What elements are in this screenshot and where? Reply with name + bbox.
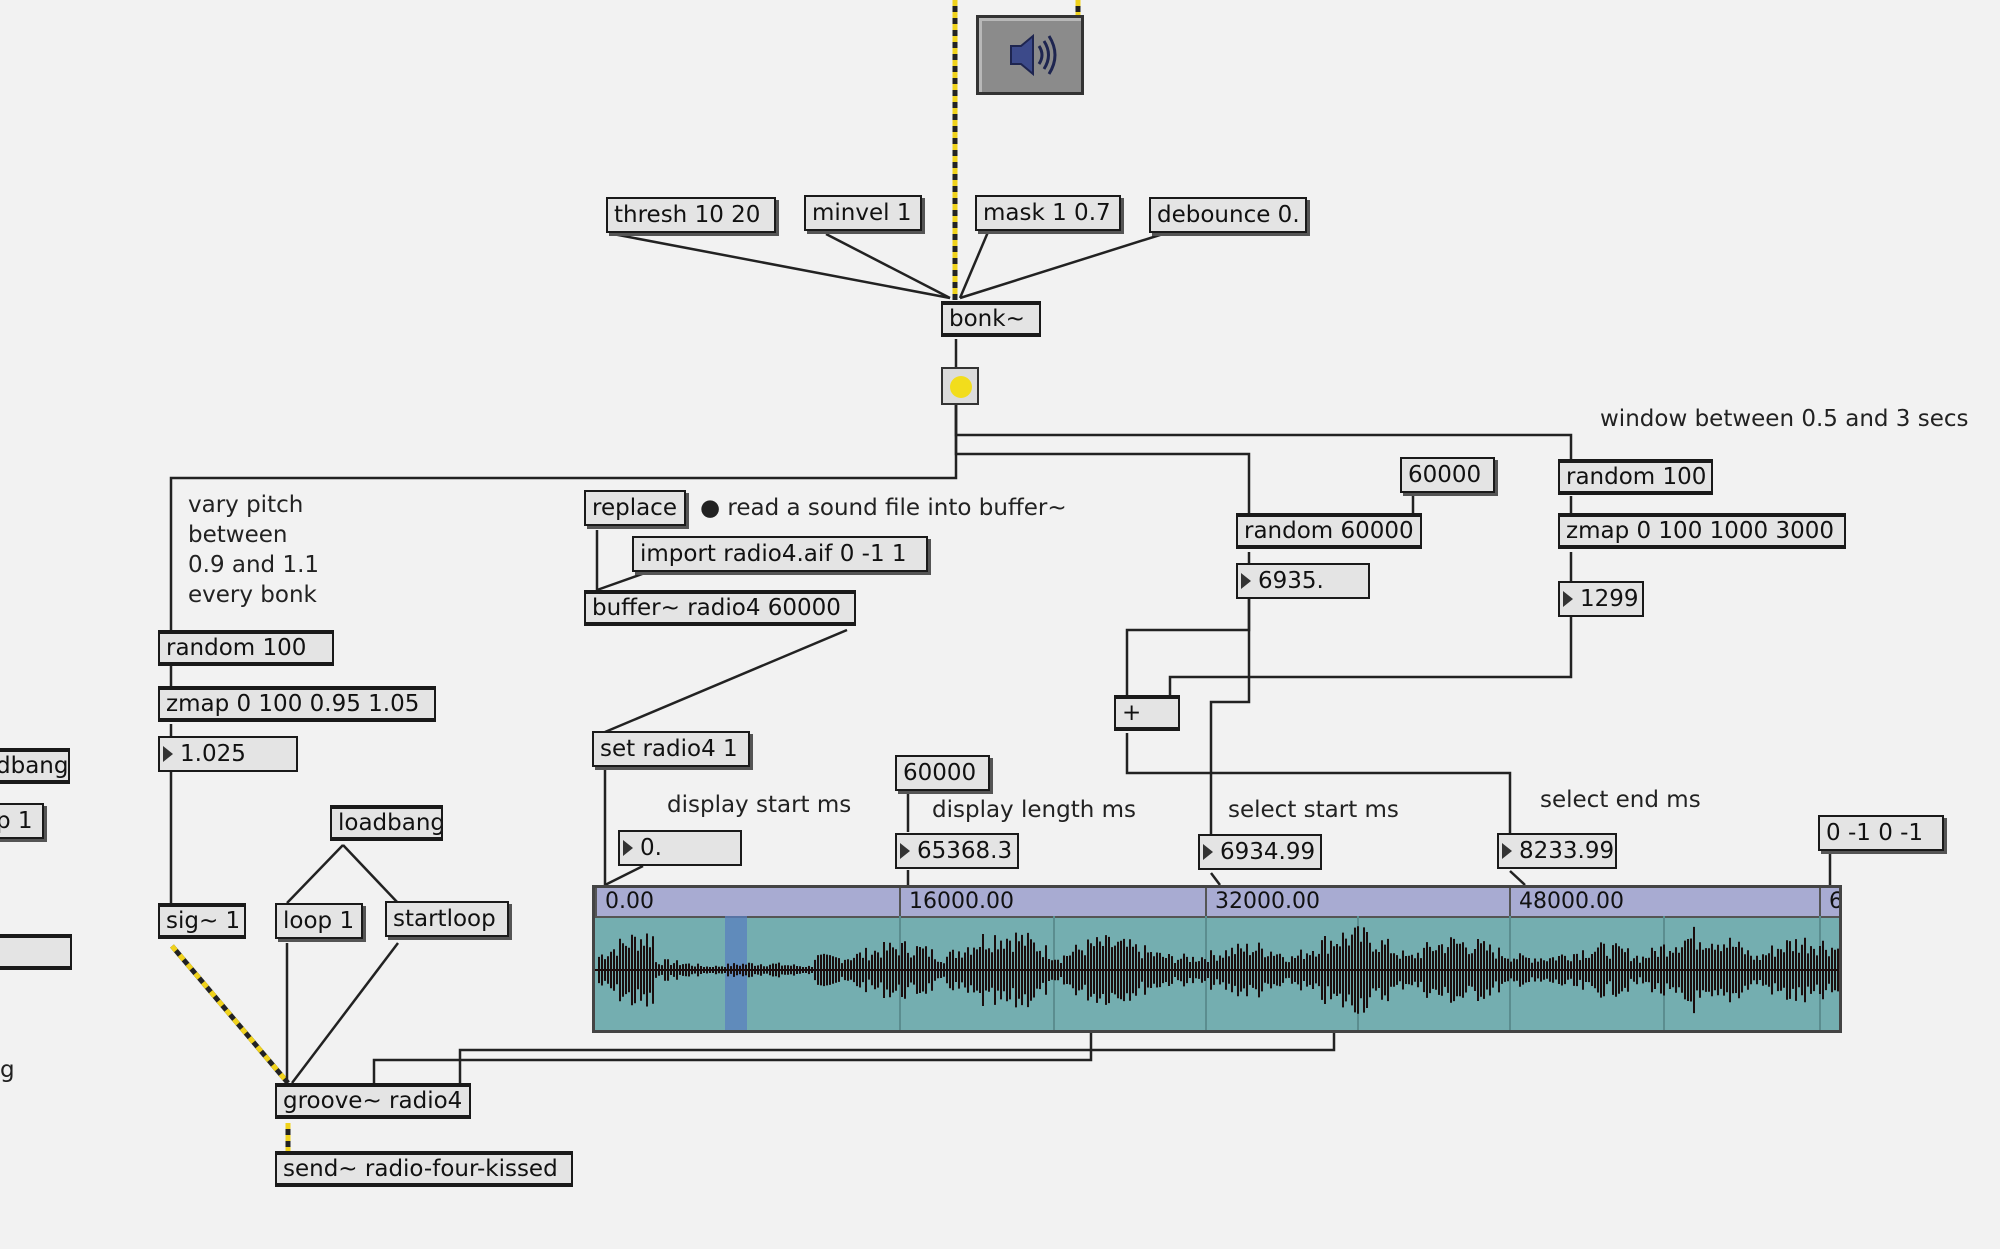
set-message[interactable]: set radio4 1 bbox=[592, 731, 750, 767]
zmap-left[interactable]: zmap 0 100 0.95 1.05 bbox=[158, 686, 436, 722]
plus-object[interactable]: + bbox=[1114, 695, 1180, 731]
speaker-glyph bbox=[1010, 33, 1057, 77]
send-object[interactable]: send~ radio-four-kissed bbox=[275, 1151, 573, 1187]
startloop-message[interactable]: startloop bbox=[385, 901, 509, 937]
minvel-message[interactable]: minvel 1 bbox=[804, 195, 922, 231]
window-comment: window between 0.5 and 3 secs bbox=[1600, 406, 1969, 432]
partial-message[interactable]: p 1 bbox=[0, 803, 44, 839]
replace-message[interactable]: replace bbox=[584, 490, 686, 526]
loop-message[interactable]: loop 1 bbox=[275, 903, 363, 939]
waveform-display[interactable]: 0.00 16000.00 32000.00 48000.00 6 bbox=[592, 885, 1842, 1033]
reset-message[interactable]: 0 -1 0 -1 bbox=[1818, 815, 1944, 851]
groove-object[interactable]: groove~ radio4 bbox=[275, 1083, 471, 1119]
loadbang-object[interactable]: loadbang bbox=[330, 805, 443, 841]
bonk-object[interactable]: bonk~ bbox=[941, 301, 1041, 337]
ruler-tick: 32000.00 bbox=[1205, 888, 1320, 916]
sig-object[interactable]: sig~ 1 bbox=[158, 903, 246, 939]
display-length-60000-message[interactable]: 60000 bbox=[895, 755, 990, 791]
select-start-comment: select start ms bbox=[1228, 797, 1399, 823]
speaker-icon[interactable] bbox=[976, 15, 1084, 95]
ruler-tick: 16000.00 bbox=[899, 888, 1014, 916]
debounce-message[interactable]: debounce 0. bbox=[1149, 197, 1307, 233]
random-100-right[interactable]: random 100 bbox=[1558, 459, 1713, 495]
partial-loadbang-object[interactable]: dbang bbox=[0, 748, 70, 784]
ruler-tick: 6 bbox=[1819, 888, 1839, 916]
partial-object[interactable] bbox=[0, 934, 72, 970]
ruler-tick: 0.00 bbox=[595, 888, 654, 916]
random-100-left[interactable]: random 100 bbox=[158, 630, 334, 666]
waveform-trace bbox=[595, 926, 1839, 1014]
mask-message[interactable]: mask 1 0.7 bbox=[975, 195, 1121, 231]
display-length-comment: display length ms bbox=[932, 797, 1136, 823]
partial-comment: g bbox=[0, 1057, 15, 1083]
ruler-tick: 48000.00 bbox=[1509, 888, 1624, 916]
pitch-number[interactable]: 1.025 bbox=[158, 736, 298, 772]
display-start-comment: display start ms bbox=[667, 792, 852, 818]
select-end-comment: select end ms bbox=[1540, 787, 1701, 813]
select-end-number[interactable]: 8233.99 bbox=[1497, 833, 1617, 869]
thresh-message[interactable]: thresh 10 20 bbox=[606, 197, 776, 233]
bang-indicator bbox=[950, 376, 972, 398]
random-60000-object[interactable]: random 60000 bbox=[1236, 513, 1422, 549]
random-range-60000-message[interactable]: 60000 bbox=[1400, 457, 1495, 493]
time-ruler: 0.00 16000.00 32000.00 48000.00 6 bbox=[595, 888, 1839, 918]
window-number[interactable]: 1299 bbox=[1558, 581, 1644, 617]
bang-button[interactable] bbox=[941, 367, 979, 405]
import-message[interactable]: import radio4.aif 0 -1 1 bbox=[632, 536, 928, 572]
display-length-number[interactable]: 65368.3 bbox=[895, 833, 1019, 869]
random-output-number[interactable]: 6935. bbox=[1236, 563, 1370, 599]
buffer-object[interactable]: buffer~ radio4 60000 bbox=[584, 590, 856, 626]
zmap-right[interactable]: zmap 0 100 1000 3000 bbox=[1558, 513, 1846, 549]
read-sound-comment: ● read a sound file into buffer~ bbox=[700, 495, 1067, 521]
vary-pitch-comment: vary pitch between 0.9 and 1.1 every bon… bbox=[188, 492, 320, 608]
display-start-number[interactable]: 0. bbox=[618, 830, 742, 866]
select-start-number[interactable]: 6934.99 bbox=[1198, 834, 1322, 870]
